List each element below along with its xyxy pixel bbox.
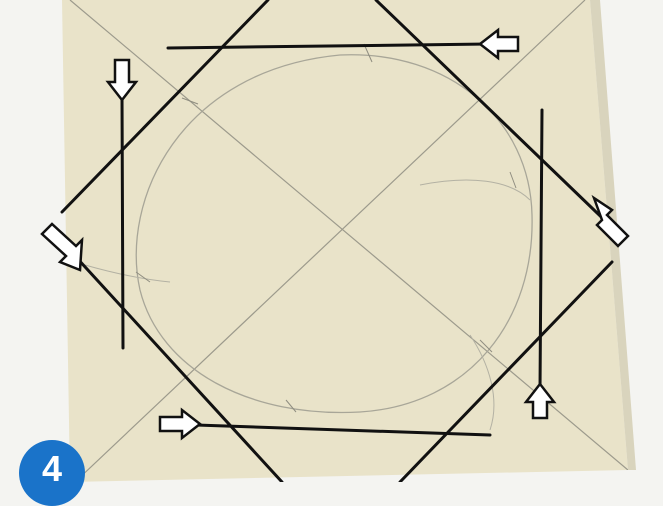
ink-line-vertical-left: [122, 95, 123, 348]
drawing-photo: [0, 0, 663, 482]
photo-scene: 4: [0, 0, 663, 482]
ink-line-vertical-right: [540, 110, 542, 390]
step-number-badge: 4: [19, 440, 85, 506]
